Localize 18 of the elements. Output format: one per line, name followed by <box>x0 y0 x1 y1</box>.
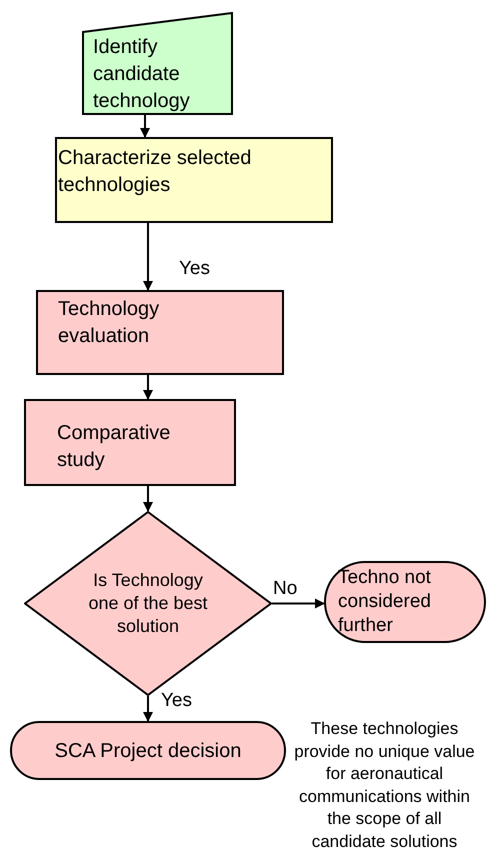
input-trapezoid <box>82 12 233 115</box>
node-text: Identify candidate technology <box>93 35 191 114</box>
node-text: Characterize selected technologies <box>58 146 252 198</box>
node-text: Techno not considered further <box>338 566 432 638</box>
arrow <box>143 375 153 400</box>
arrow <box>143 223 153 291</box>
node-text: Comparative study <box>57 421 172 473</box>
note-text: These technologies provide no unique value for aeronautical communications within the scope of all candidate solutions <box>293 718 476 852</box>
process-box <box>55 137 333 223</box>
node-text: SCA Project decision <box>54 738 242 764</box>
arrow <box>143 696 153 722</box>
node-text: Technology evaluation <box>58 297 160 349</box>
node-text: Is Technology one of the best solution <box>87 569 209 638</box>
arrow <box>272 598 325 608</box>
process-box <box>24 399 236 486</box>
process-box <box>36 290 284 375</box>
arrow <box>143 486 153 512</box>
arrow <box>140 115 150 138</box>
